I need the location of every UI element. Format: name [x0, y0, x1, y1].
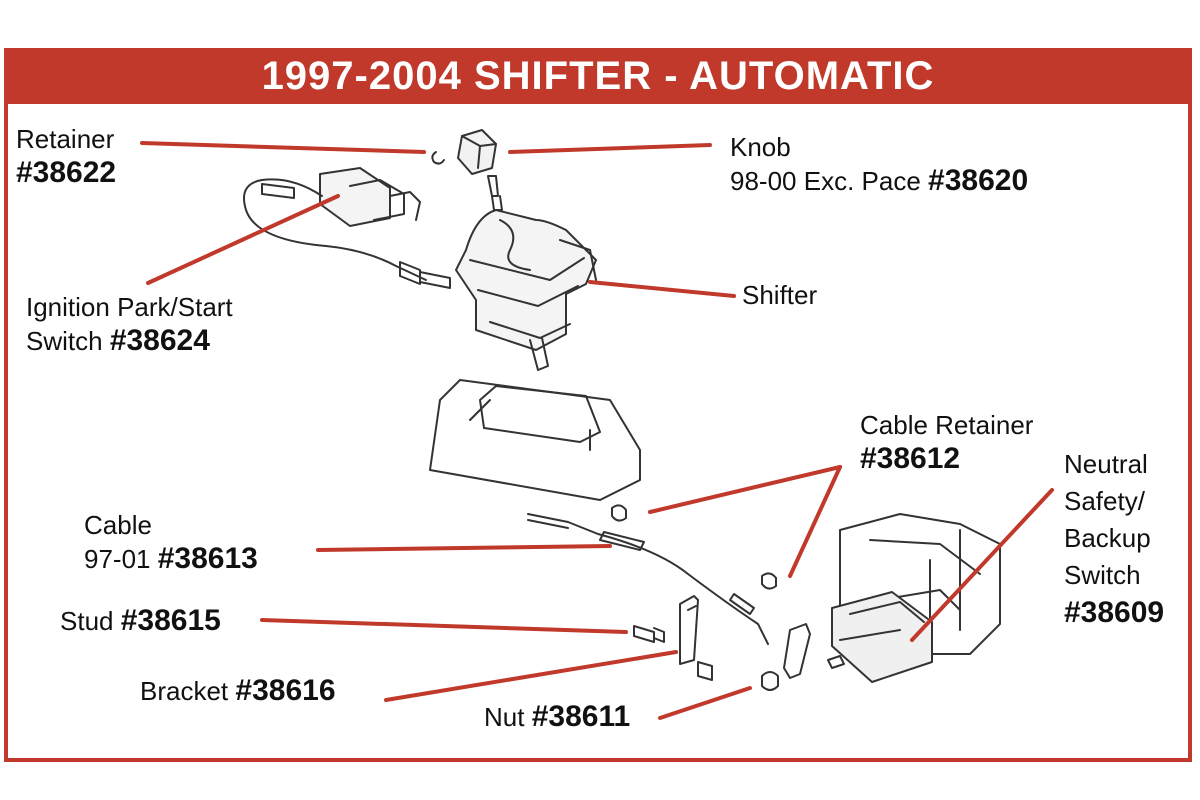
- leader-neutral: [910, 488, 1054, 642]
- leader-retainer: [140, 141, 426, 154]
- retainer-name: Retainer: [16, 124, 115, 154]
- cable-note: 97-01: [84, 544, 151, 574]
- cable-retainer-name: Cable Retainer: [860, 410, 1034, 440]
- shifter-assembly-drawing: [455, 209, 597, 371]
- retainer-part-number: #38622: [16, 156, 117, 189]
- label-ignition-switch: Ignition Park/Start Switch #38624: [26, 290, 233, 358]
- page-title: 1997-2004 SHIFTER - AUTOMATIC: [261, 53, 935, 98]
- nut-lever-drawing: [761, 623, 845, 691]
- leader-stud: [260, 618, 628, 634]
- ignition-name-line1: Ignition Park/Start: [26, 292, 233, 322]
- neutral-line2: Safety/: [1064, 486, 1145, 516]
- label-shifter: Shifter: [742, 278, 817, 312]
- stud-name: Stud: [60, 606, 114, 636]
- label-bracket: Bracket #38616: [140, 674, 336, 708]
- cable-part-number: #38613: [157, 542, 258, 575]
- knob-part-number: #38620: [928, 164, 1029, 197]
- neutral-line1: Neutral: [1064, 449, 1148, 479]
- leader-shifter: [588, 280, 736, 298]
- leader-ignition: [146, 194, 340, 285]
- retainer-clip-drawing: [431, 151, 445, 165]
- nut-part-number: #38611: [531, 700, 631, 733]
- knob-drawing: [457, 129, 497, 175]
- neutral-part-number: #38609: [1064, 596, 1165, 629]
- leader-bracket: [384, 650, 678, 702]
- label-knob: Knob 98-00 Exc. Pace #38620: [730, 130, 1028, 198]
- nut-name: Nut: [484, 702, 525, 732]
- title-bar: 1997-2004 SHIFTER - AUTOMATIC: [4, 48, 1192, 104]
- cable-retainer-drawing: [611, 504, 777, 590]
- label-retainer: Retainer #38622: [16, 122, 116, 190]
- shifter-name: Shifter: [742, 280, 818, 310]
- cable-name: Cable: [84, 510, 152, 540]
- neutral-line3: Backup: [1064, 523, 1151, 553]
- knob-note: 98-00 Exc. Pace: [730, 166, 921, 196]
- shifter-lever-drawing: [487, 175, 503, 211]
- label-cable-retainer: Cable Retainer #38612: [860, 408, 1033, 476]
- ignition-switch-drawing: [243, 167, 451, 289]
- leader-cable-retainer-1: [648, 465, 842, 514]
- knob-name: Knob: [730, 132, 791, 162]
- ignition-name-line2: Switch: [26, 326, 103, 356]
- console-opening-drawing: [429, 379, 641, 501]
- label-stud: Stud #38615: [60, 604, 221, 638]
- leader-cable-retainer-2: [788, 465, 842, 578]
- cable-retainer-part-number: #38612: [860, 442, 961, 475]
- stud-part-number: #38615: [120, 604, 221, 637]
- bracket-drawing: [679, 595, 713, 681]
- leader-cable: [316, 544, 612, 552]
- stud-drawing: [633, 625, 665, 643]
- leader-nut: [658, 686, 752, 720]
- diagram-frame: [4, 48, 1192, 762]
- bracket-name: Bracket: [140, 676, 229, 706]
- ignition-part-number: #38624: [109, 324, 210, 357]
- leader-knob: [508, 143, 712, 154]
- neutral-line4: Switch: [1064, 560, 1141, 590]
- bracket-part-number: #38616: [235, 674, 336, 707]
- label-neutral-safety-switch: Neutral Safety/ Backup Switch #38609: [1064, 446, 1164, 631]
- label-cable: Cable 97-01 #38613: [84, 508, 258, 576]
- label-nut: Nut #38611: [484, 700, 630, 734]
- neutral-safety-switch-drawing: [831, 591, 933, 683]
- cable-drawing: [527, 513, 769, 645]
